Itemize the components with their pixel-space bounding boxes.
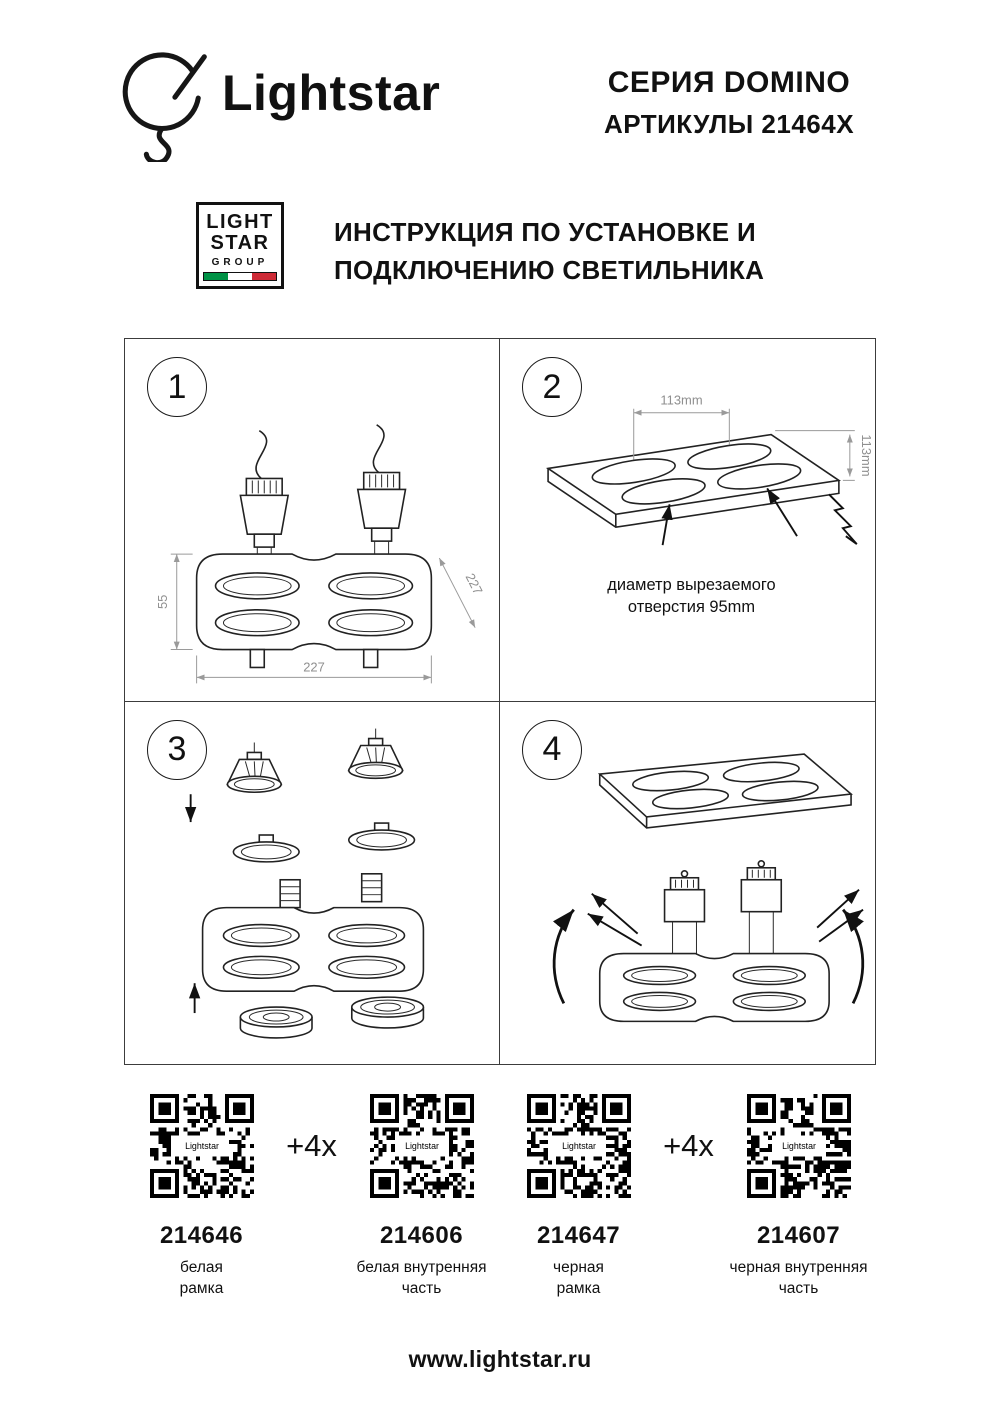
svg-text:Lightstar: Lightstar (405, 1141, 439, 1151)
svg-text:Lightstar: Lightstar (185, 1141, 219, 1151)
curved-arrow-left-icon (552, 908, 575, 1004)
step-3-number: 3 (147, 719, 207, 780)
instruction-title-line1: ИНСТРУКЦИЯ ПО УСТАНОВКЕ И (334, 217, 756, 247)
italy-flag-icon (203, 271, 277, 281)
step-1-panel: 1 (125, 339, 500, 702)
lightstar-logo: Lightstar (116, 38, 440, 162)
product-black-inner: Lightstar 214607 черная внутренняя часть (723, 1094, 875, 1300)
multiplier-4x: +4x (286, 1128, 337, 1163)
product-label: черная внутренняя часть (729, 1259, 868, 1297)
spring-clip-left-1 (591, 892, 639, 934)
product-label: черная рамка (553, 1259, 604, 1297)
brand-name: Lightstar (222, 65, 441, 121)
group-logo-line2: STAR (210, 231, 270, 254)
step-4-number: 4 (522, 719, 582, 780)
product-white-frame: Lightstar 214646 белая рамка (126, 1094, 278, 1300)
step-1-number: 1 (147, 357, 207, 417)
lightstar-group-logo: LIGHT STAR GROUP (196, 202, 284, 289)
svg-text:Lightstar: Lightstar (562, 1141, 596, 1151)
group-logo-line1: LIGHT (206, 211, 274, 233)
group-logo-line3: GROUP (211, 256, 269, 268)
footer-url: www.lightstar.ru (408, 1346, 592, 1372)
spring-clip-right-1 (816, 888, 860, 928)
qr-code-214607: Lightstar (746, 1094, 851, 1198)
product-code: 214606 (379, 1222, 464, 1249)
step-3-drawing (184, 728, 425, 1039)
step-2-panel: 2 113mm (500, 339, 875, 702)
curved-arrow-right-icon (842, 908, 865, 1004)
product-white-inner: Lightstar 214606 белая внутренняя часть (346, 1094, 498, 1300)
step-1-drawing: 55 227 227 (155, 424, 486, 684)
product-code: 214647 (536, 1222, 621, 1249)
cutout-arrow-left (661, 504, 673, 546)
series-articles: АРТИКУЛЫ 21464X (603, 109, 855, 139)
step-3-panel: 3 (125, 701, 500, 1064)
qr-code-214646: Lightstar (149, 1094, 254, 1198)
qr-code-214606: Lightstar (369, 1094, 474, 1198)
step-2-number: 2 (522, 357, 582, 417)
product-label: белая внутренняя часть (356, 1259, 487, 1297)
instruction-title: ИНСТРУКЦИЯ ПО УСТАНОВКЕ И ПОДКЛЮЧЕНИЮ СВ… (334, 213, 764, 289)
cutout-arrow-right (766, 487, 798, 537)
dim-label-227-depth: 227 (463, 571, 486, 597)
product-code: 214646 (159, 1222, 244, 1249)
spring-clip-right-2 (818, 908, 864, 942)
cutout-note-line2: отверстия 95mm (628, 598, 755, 616)
dim-label-55: 55 (155, 595, 170, 609)
spring-clip-left-2 (587, 912, 643, 946)
series-block: СЕРИЯ DOMINO АРТИКУЛЫ 21464X (568, 66, 890, 140)
lightstar-bulb-icon (122, 52, 207, 162)
dim-label-227-width: 227 (303, 659, 325, 674)
product-label: белая рамка (179, 1259, 224, 1297)
instruction-title-line2: ПОДКЛЮЧЕНИЮ СВЕТИЛЬНИКА (334, 255, 765, 285)
multiplier-4x: +4x (663, 1128, 714, 1163)
step-4-drawing (552, 752, 865, 1022)
cutout-note-line1: диаметр вырезаемого (607, 576, 775, 594)
dim-label-113-top: 113mm (660, 393, 702, 408)
cut-knife-icon (828, 493, 858, 545)
dim-label-113-side: 113mm (859, 434, 874, 476)
step-2-drawing: 113mm 113mm диаметр вырезаемого отверсти… (545, 393, 874, 616)
series-title: СЕРИЯ DOMINO (607, 66, 851, 99)
product-code: 214607 (756, 1222, 841, 1249)
svg-text:Lightstar: Lightstar (782, 1141, 816, 1151)
product-black-frame: Lightstar 214647 черная рамка (503, 1094, 655, 1300)
step-4-panel: 4 (500, 702, 875, 1065)
qr-code-214647: Lightstar (526, 1094, 631, 1198)
products-row: Lightstar 214646 белая рамка +4x Lightst… (124, 1094, 876, 1300)
steps-grid: 1 (124, 338, 876, 1065)
